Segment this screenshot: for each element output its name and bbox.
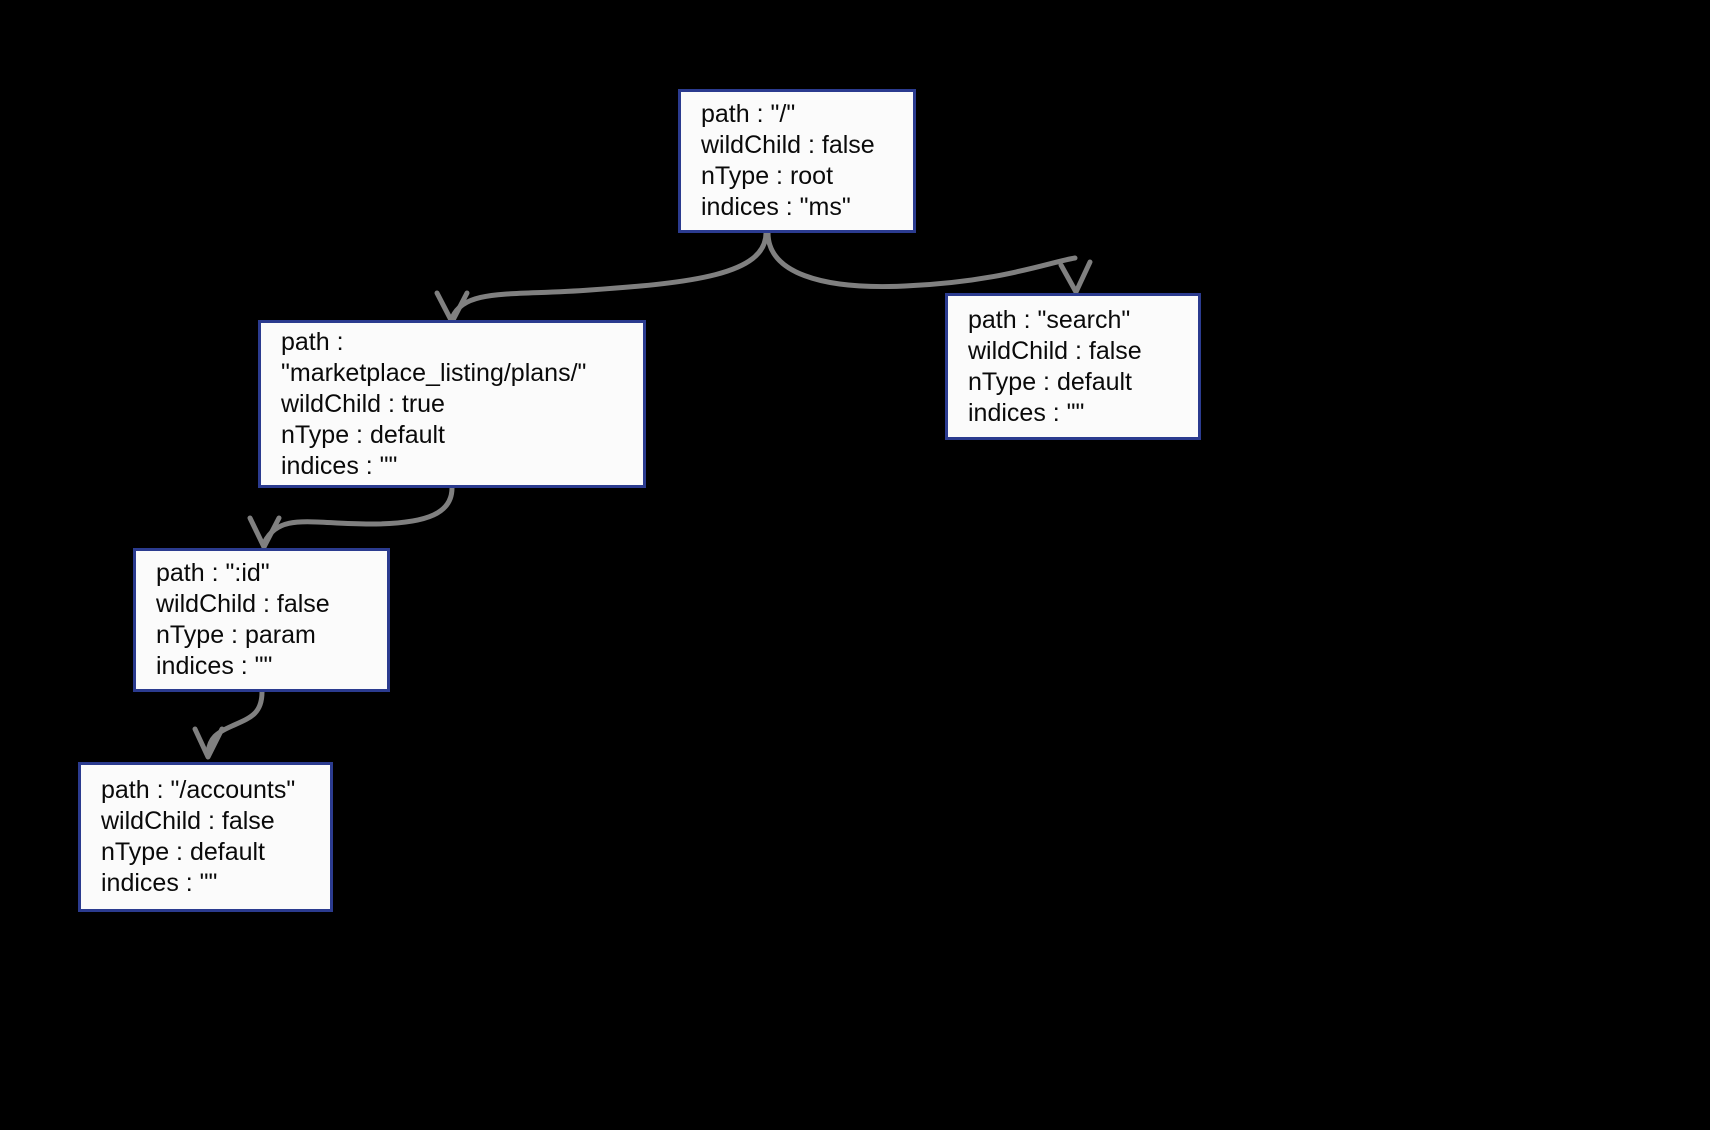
id-param-node[interactable]: path : ":id" wildChild : false nType : p… <box>133 548 390 692</box>
search-node-line-indices: indices : "" <box>968 398 1085 427</box>
accounts-node-line-ntype: nType : default <box>101 838 266 866</box>
param-node-line-wildchild: wildChild : false <box>156 590 330 618</box>
root-node-line-wildchild: wildChild : false <box>701 131 875 159</box>
root-node-line-indices: indices : "ms" <box>701 193 851 221</box>
root-node-line-path: path : "/" <box>701 100 796 128</box>
search-node-line-wildchild: wildChild : false <box>968 336 1142 365</box>
edge-root-to-marketplace <box>434 230 769 325</box>
root-node[interactable]: path : "/" wildChild : false nType : roo… <box>678 89 916 233</box>
marketplace-node-line-path-label: path : <box>281 327 344 356</box>
marketplace-node-line-indices: indices : "" <box>281 451 398 480</box>
param-node-line-indices: indices : "" <box>156 652 273 680</box>
param-node-line-ntype: nType : param <box>156 621 316 649</box>
marketplace-node-line-path-value: "marketplace_listing/plans/" <box>281 358 587 387</box>
search-node-line-path: path : "search" <box>968 305 1131 334</box>
marketplace-listing-plans-node[interactable]: path : "marketplace_listing/plans/" wild… <box>258 320 646 488</box>
param-node-line-path: path : ":id" <box>156 559 270 587</box>
marketplace-node-line-wildchild: wildChild : true <box>281 389 445 418</box>
edge-root-to-search <box>765 230 1093 295</box>
search-node[interactable]: path : "search" wildChild : false nType … <box>945 293 1201 440</box>
accounts-node[interactable]: path : "/accounts" wildChild : false nTy… <box>78 762 333 912</box>
edge-marketplace-to-param <box>247 485 455 550</box>
root-node-line-ntype: nType : root <box>701 162 834 190</box>
marketplace-node-line-ntype: nType : default <box>281 420 446 449</box>
accounts-node-line-indices: indices : "" <box>101 869 218 897</box>
accounts-node-line-wildchild: wildChild : false <box>101 807 275 835</box>
search-node-line-ntype: nType : default <box>968 367 1133 396</box>
accounts-node-line-path: path : "/accounts" <box>101 776 296 804</box>
edge-param-to-accounts <box>192 689 265 760</box>
